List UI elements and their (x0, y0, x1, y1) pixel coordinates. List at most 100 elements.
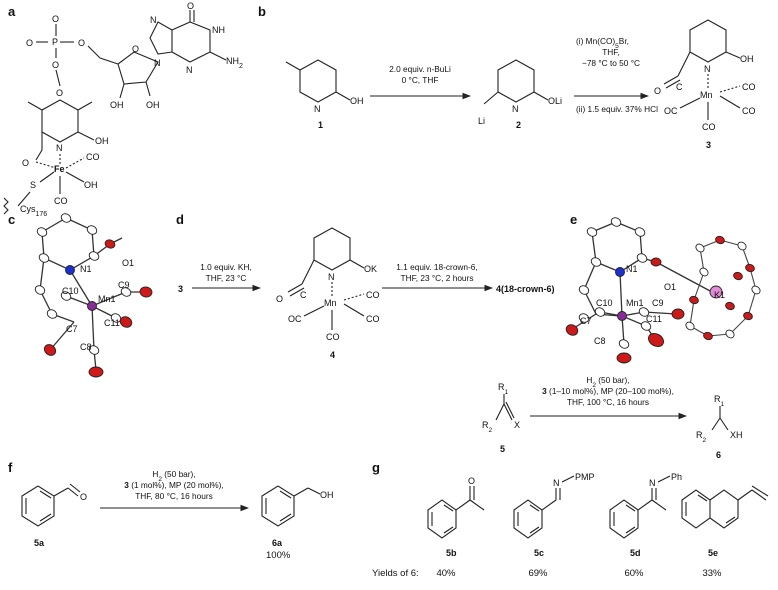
panel-label-f: f (8, 460, 13, 475)
atom-nh-1: NH (212, 25, 225, 35)
ellipsoid-e-carbon-5 (578, 285, 590, 295)
atom-o-cpd3: O (654, 86, 661, 96)
label-c9-e: C9 (652, 298, 664, 308)
panel-g: g O 5b N PMP 5c N Ph 5d (372, 460, 769, 579)
cond-f-1: H2 (50 bar), (152, 469, 195, 483)
atom-n-cpd4: N (328, 272, 335, 282)
atom-oh-cpd3: OH (740, 54, 754, 64)
atom-n-7: N (150, 15, 157, 25)
crown-bond-5 (729, 315, 749, 335)
ellipsoid-crown-oxygen-6 (725, 301, 735, 311)
ellipsoid-e-nitrogen (615, 267, 625, 277)
ellipsoid-c-carbon-6 (46, 309, 58, 319)
ellipsoid-crown-carbon-0 (695, 243, 705, 253)
compound-5: 5 (500, 444, 505, 454)
atom-co-cpd4-1: CO (366, 290, 380, 300)
ellipsoid-e-carbon-9 (618, 339, 630, 349)
yields-label: Yields of 6: (372, 568, 419, 579)
label-c11-c: C11 (104, 318, 120, 328)
panel-label-c: c (8, 212, 15, 227)
atom-oli-cpd2: OLi (548, 96, 562, 106)
panel-label-d: d (176, 212, 184, 227)
cond-f-3: THF, 80 °C, 16 hours (135, 491, 213, 501)
atom-o-5p: O (78, 38, 85, 48)
atom-oh-3: OH (146, 100, 160, 110)
label-o1-c: O1 (122, 258, 134, 268)
ellipsoid-c-oxygen-o1 (104, 239, 116, 249)
ellipsoid-crown-oxygen-5 (733, 271, 743, 281)
cond-b2-4: (ii) 1.5 equiv. 37% HCl (576, 104, 658, 114)
atom-fe: Fe (54, 164, 65, 174)
ellipsoid-crown-oxygen-0 (715, 235, 725, 245)
compound-5b: 5b (446, 548, 457, 558)
atom-o-p3: O (52, 60, 59, 70)
ellipsoid-crown-oxygen-3 (703, 331, 713, 341)
atom-c-cpd4: C (300, 290, 307, 300)
ellipsoid-crown-carbon-3 (725, 329, 735, 339)
sm5-r1: R1 (498, 382, 509, 396)
atom-o-py: O (56, 88, 63, 98)
atom-oh-6a: OH (320, 490, 334, 500)
atom-co-cpd3-1: CO (742, 82, 756, 92)
atom-oh-cpd1: OH (350, 96, 364, 106)
compound-6: 6 (716, 450, 721, 460)
ellipsoid-e-carbon-10 (578, 313, 590, 323)
panel-d: d 3 1.0 equiv. KH, THF, 23 °C OK N O C M… (176, 212, 555, 360)
ellipsoid-e-potassium (709, 285, 723, 299)
label-c10-e: C10 (596, 298, 613, 308)
panel-label-b: b (258, 4, 266, 19)
pr6-r1: R1 (714, 394, 725, 408)
atom-n-cpd2: N (512, 104, 519, 114)
atom-co-cpd4-3: CO (326, 332, 340, 342)
atom-co-cpd3-2: CO (742, 106, 756, 116)
crown-bond-9 (693, 271, 705, 301)
atom-o-cpd4: O (276, 294, 283, 304)
atom-co-cpd3-3: CO (702, 122, 716, 132)
atom-o-5a: O (80, 492, 87, 502)
product-4-crown: 4(18-crown-6) (496, 284, 555, 294)
panel-a: a O NH NH2 N N N O OH OH O P O O O O (3, 1, 243, 218)
hydrogenation-scheme: R1 R2 X 5 H2 (50 bar), 3 (1–10 mol%), MP… (482, 375, 743, 460)
sm5-x: X (514, 420, 520, 430)
cond-d1-2: THF, 23 °C (206, 273, 247, 283)
compound-3: 3 (706, 140, 711, 150)
pr6-r2: R2 (696, 430, 707, 444)
label-n1-e: N1 (626, 264, 638, 274)
ellipsoid-e-carbon-8 (640, 321, 652, 331)
ellipsoid-e-carbon-1 (610, 217, 622, 227)
atom-o-acyl: O (22, 158, 29, 168)
cond-d2-2: THF, 23 °C, 2 hours (401, 273, 474, 283)
ellipsoid-crown-oxygen-1 (745, 263, 755, 273)
atom-co-2: CO (54, 196, 68, 206)
cond-d2-1: 1.1 equiv. 18-crown-6, (396, 262, 477, 272)
atom-oh-2: OH (110, 100, 124, 110)
compound-6a: 6a (272, 538, 283, 548)
label-k1-e: K1 (714, 290, 725, 300)
yield-6a: 100% (266, 550, 291, 561)
yield-5c: 69% (528, 568, 548, 579)
atom-oc-cpd3: OC (664, 106, 678, 116)
atom-o-5b: O (468, 476, 475, 486)
atom-li-cpd2: Li (478, 116, 485, 126)
label-mn1-e: Mn1 (626, 298, 644, 308)
atom-n-5d: N (649, 478, 656, 488)
panel-c: c N1 O1 C10 Mn1 C9 C11 C7 C8 (8, 212, 153, 378)
cond-b1-2: 0 °C, THF (402, 75, 439, 85)
ellipsoid-c-carbon-10 (88, 345, 100, 355)
label-n1-c: N1 (80, 264, 92, 274)
ellipsoid-c-oxygen-1 (139, 286, 153, 298)
ellipsoid-e-oxygen-3 (565, 324, 579, 336)
ellipsoid-e-carbon-6 (594, 307, 606, 317)
atom-co-cpd4-2: CO (366, 314, 380, 324)
ellipsoid-e-carbon-3 (636, 253, 648, 263)
panel-label-g: g (372, 460, 380, 475)
ellipsoid-c-oxygen-4 (88, 366, 104, 378)
ellipsoid-crown-oxygen-4 (689, 295, 699, 305)
start-compound-3: 3 (178, 284, 183, 294)
cond-hyd-1: H2 (50 bar), (586, 375, 629, 389)
cond-d1-1: 1.0 equiv. KH, (200, 262, 252, 272)
ellipsoid-c-carbon-0 (36, 227, 48, 237)
atom-n-5c: N (553, 478, 560, 488)
panel-label-e: e (570, 212, 577, 227)
